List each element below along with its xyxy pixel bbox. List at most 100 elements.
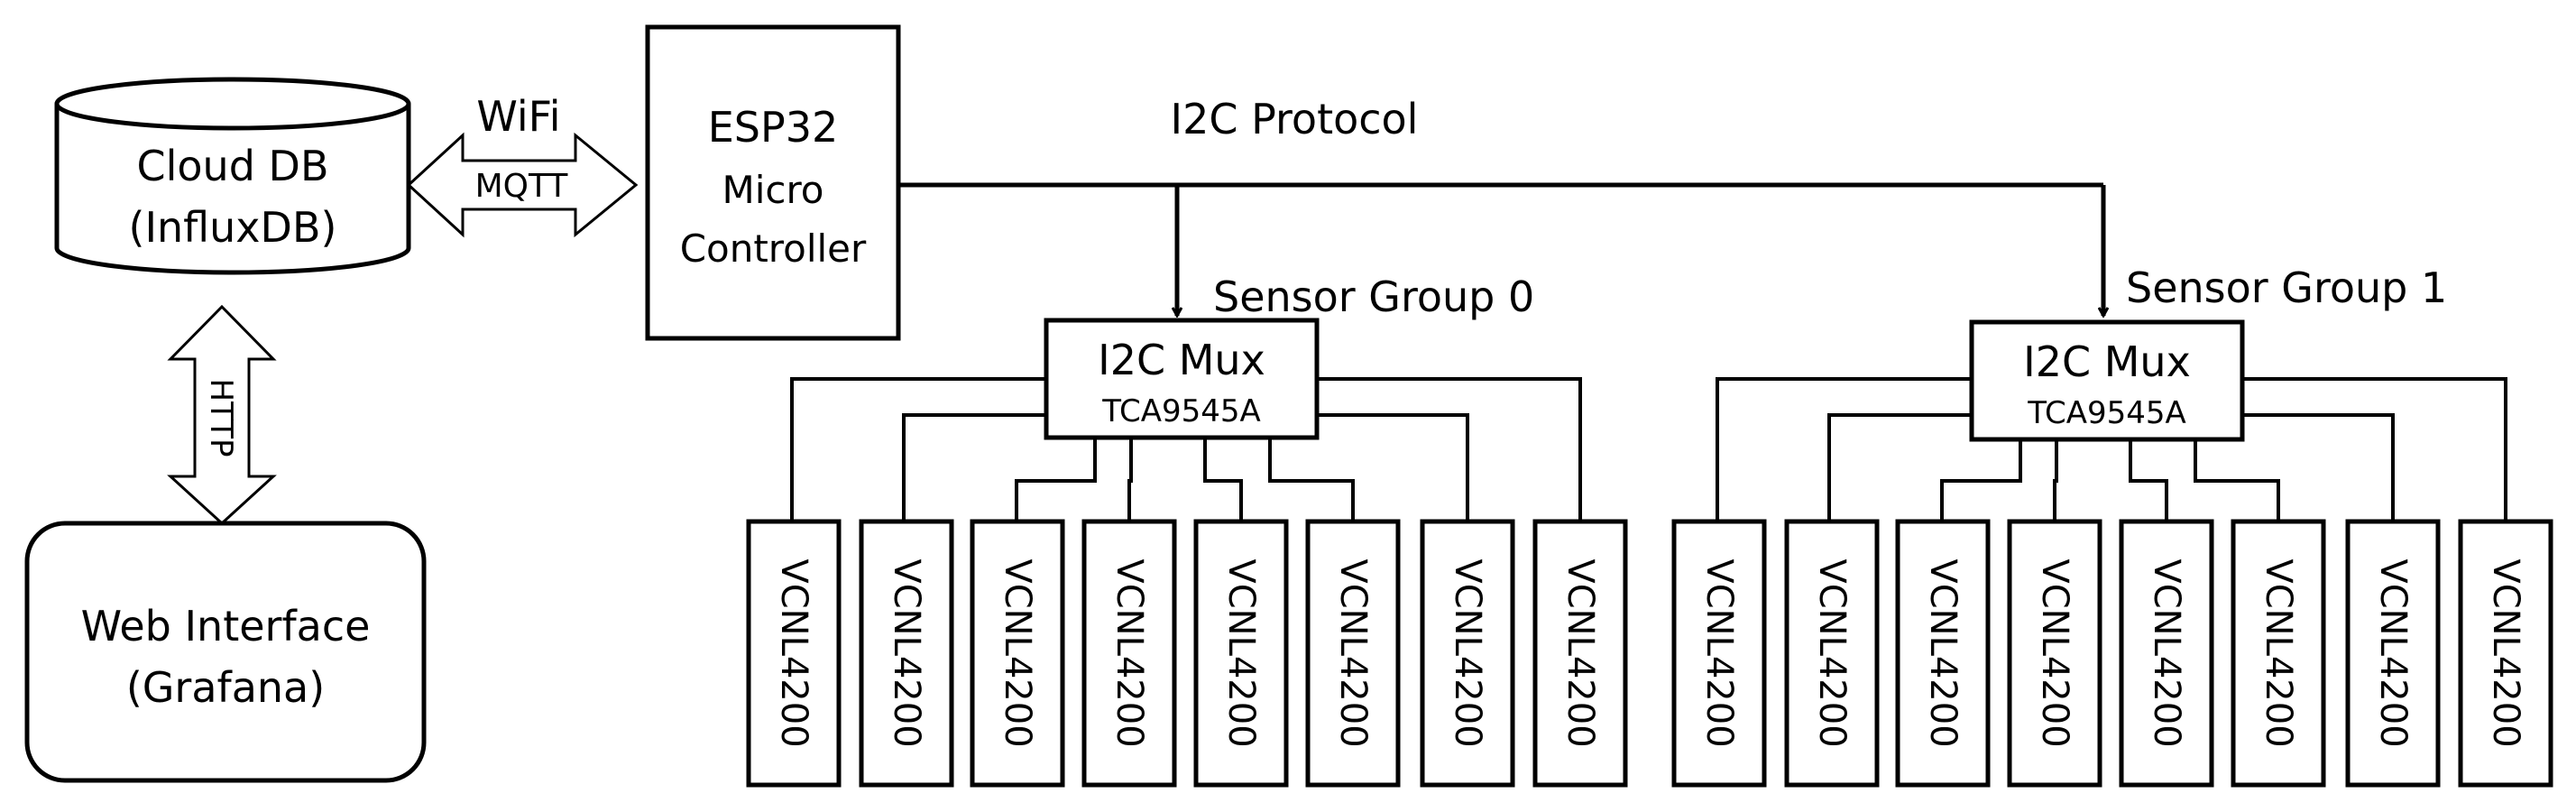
cylinder-top — [54, 77, 411, 131]
mux-channel-wire — [2129, 438, 2168, 521]
i2c-protocol-label: I2C Protocol — [1171, 95, 1419, 143]
mqtt-label: MQTT — [475, 168, 569, 205]
vcnl4200-sensor: VCNL4200 — [1420, 519, 1515, 788]
mux-channel-wires — [1716, 377, 2507, 521]
mux-channel-wire — [1827, 413, 1972, 521]
sensor-label: VCNL4200 — [1559, 558, 1601, 747]
sensor-label: VCNL4200 — [2034, 558, 2075, 747]
sensor-box — [1420, 519, 1515, 788]
mqtt-double-arrow — [406, 132, 639, 238]
sensor-label: VCNL4200 — [2485, 558, 2526, 747]
mux-channel-wire — [1940, 438, 2022, 521]
sensor-label: VCNL4200 — [1922, 558, 1964, 747]
vcnl4200-sensor: VCNL4200 — [1305, 519, 1401, 788]
sensor-box — [2458, 519, 2553, 788]
sensor-box — [970, 519, 1065, 788]
mux-channel-wires — [790, 377, 1582, 521]
sensor-label: VCNL4200 — [1447, 558, 1488, 747]
mux-channel-wire — [2053, 438, 2058, 521]
vcnl4200-sensor: VCNL4200 — [970, 519, 1065, 788]
http-label: HTTP — [203, 378, 239, 457]
mux-channel-wire — [1127, 438, 1133, 521]
i2c-mux-frame — [1969, 319, 2245, 442]
sensor-label: VCNL4200 — [2146, 558, 2187, 747]
mqtt-link: WiFi MQTT — [406, 92, 639, 238]
mux-channel-wire — [2194, 438, 2280, 521]
sensor-box — [1305, 519, 1401, 788]
i2c-mux-part-number: TCA9545A — [2027, 395, 2186, 431]
web-interface-title: Web Interface — [81, 602, 371, 651]
sensor-box — [2231, 519, 2326, 788]
sensor-box — [2119, 519, 2214, 788]
mux-channel-wire — [1015, 438, 1097, 521]
vcnl4200-sensor: VCNL4200 — [1671, 519, 1767, 788]
vcnl4200-sensor: VCNL4200 — [1895, 519, 1991, 788]
i2c-mux-part-number: TCA9545A — [1101, 393, 1261, 429]
sensor-label: VCNL4200 — [2258, 558, 2299, 747]
esp32-line3: Controller — [680, 226, 867, 271]
vcnl4200-sensor: VCNL4200 — [1081, 519, 1177, 788]
sensor-label: VCNL4200 — [886, 558, 927, 747]
sensor-box — [1532, 519, 1628, 788]
sensor-box — [859, 519, 954, 788]
esp32-line2: Micro — [722, 168, 823, 212]
vcnl4200-sensor: VCNL4200 — [2119, 519, 2214, 788]
i2c-mux-title: I2C Mux — [1098, 336, 1265, 384]
sensor-group-label: Sensor Group 1 — [2126, 263, 2447, 312]
cloud-db-title: Cloud DB — [137, 142, 329, 190]
i2c-mux-frame — [1044, 318, 1320, 440]
sensor-label: VCNL4200 — [1698, 558, 1740, 747]
mux-channel-wire — [790, 377, 1046, 521]
sensor-box — [2007, 519, 2102, 788]
sensor-group-label: Sensor Group 0 — [1213, 272, 1534, 321]
web-interface-subtitle: (Grafana) — [126, 663, 325, 712]
cloud-db-cylinder: Cloud DB (InfluxDB) — [54, 77, 411, 275]
sensor-box — [1193, 519, 1289, 788]
sensor-box — [746, 519, 842, 788]
sensor-label: VCNL4200 — [2372, 558, 2414, 747]
sensor-box — [1895, 519, 1991, 788]
sensor-label: VCNL4200 — [997, 558, 1038, 747]
sensor-box — [1671, 519, 1767, 788]
sensor-box — [1081, 519, 1177, 788]
cylinder-body — [54, 104, 411, 275]
i2c-bus: I2C Protocol — [898, 95, 2103, 316]
vcnl4200-sensor: VCNL4200 — [2231, 519, 2326, 788]
mux-channel-wire — [1317, 413, 1469, 521]
wifi-label: WiFi — [476, 92, 560, 141]
vcnl4200-sensor: VCNL4200 — [859, 519, 954, 788]
sensor-label: VCNL4200 — [773, 558, 814, 747]
vcnl4200-sensor: VCNL4200 — [2007, 519, 2102, 788]
mux-channel-wire — [2242, 413, 2395, 521]
sensor-box — [1784, 519, 1880, 788]
mux-channel-wire — [1716, 377, 1972, 521]
esp32-title: ESP32 — [708, 103, 839, 152]
sensor-label: VCNL4200 — [1811, 558, 1853, 747]
vcnl4200-sensor: VCNL4200 — [2345, 519, 2441, 788]
sensor-label: VCNL4200 — [1220, 558, 1262, 747]
sensor-label: VCNL4200 — [1332, 558, 1374, 747]
mux-channel-wire — [2242, 377, 2507, 521]
mux-channel-wire — [1268, 438, 1355, 521]
i2c-mux-title: I2C Mux — [2023, 337, 2191, 386]
mux-channel-wire — [1203, 438, 1243, 521]
vcnl4200-sensor: VCNL4200 — [1193, 519, 1289, 788]
vcnl4200-sensor: VCNL4200 — [1532, 519, 1628, 788]
vcnl4200-sensor: VCNL4200 — [1784, 519, 1880, 788]
http-link: HTTP — [167, 304, 277, 526]
mux-channel-wire — [1317, 377, 1582, 521]
esp32-box: ESP32 Micro Controller — [645, 24, 901, 341]
web-interface-box: Web Interface (Grafana) — [24, 521, 427, 783]
sensor-label: VCNL4200 — [1109, 558, 1150, 747]
vcnl4200-sensor: VCNL4200 — [746, 519, 842, 788]
vcnl4200-sensor: VCNL4200 — [2458, 519, 2553, 788]
cloud-db-subtitle: (InfluxDB) — [129, 203, 337, 252]
web-interface-frame — [24, 521, 427, 783]
mux-channel-wire — [902, 413, 1046, 521]
